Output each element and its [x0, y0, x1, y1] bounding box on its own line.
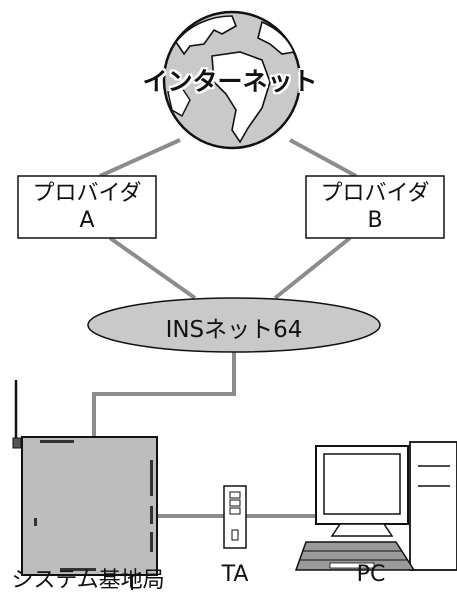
- pc-icon: [294, 441, 457, 571]
- internet-label: インターネット: [142, 67, 318, 96]
- connection-lines: [92, 138, 357, 518]
- provider-a-box: [17, 175, 157, 239]
- link-globe-provider-a: [99, 138, 181, 178]
- link-provider-b-isdn: [273, 236, 352, 300]
- provider-b-letter: B: [367, 208, 383, 233]
- isdn-label: INSネット64: [165, 317, 303, 343]
- link-isdn-base-station: [92, 352, 236, 437]
- provider-b-box: [305, 175, 445, 239]
- link-globe-provider-b: [289, 138, 357, 178]
- ta-label: TA: [221, 562, 249, 587]
- globe-icon: [162, 10, 302, 150]
- provider-b-name: プロバイダ: [320, 181, 430, 206]
- link-provider-a-isdn: [108, 236, 197, 300]
- base-station-label: システム基地局: [11, 568, 165, 593]
- provider-a-label: プロバイダ A: [18, 180, 156, 234]
- provider-a-name: プロバイダ: [32, 181, 142, 206]
- provider-a-letter: A: [79, 208, 95, 233]
- pc-label: PC: [356, 562, 386, 587]
- provider-b-label: プロバイダ B: [306, 180, 444, 234]
- ta-device-icon: [223, 485, 247, 549]
- isdn-ellipse: [87, 297, 381, 353]
- base-station-icon: [12, 380, 158, 590]
